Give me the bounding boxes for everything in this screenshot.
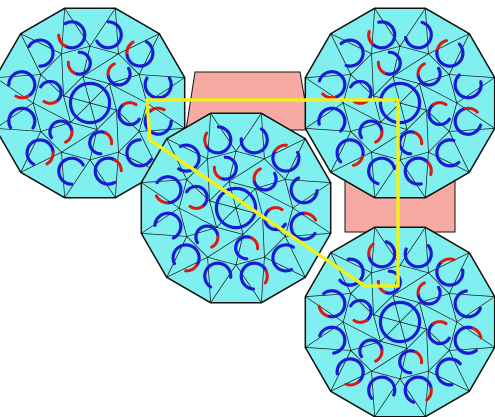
dodecagon-region	[305, 227, 494, 416]
red-arc	[16, 96, 28, 98]
dodecagon-region	[141, 113, 330, 302]
dodecagon-region	[305, 8, 494, 197]
red-arc	[152, 108, 164, 110]
